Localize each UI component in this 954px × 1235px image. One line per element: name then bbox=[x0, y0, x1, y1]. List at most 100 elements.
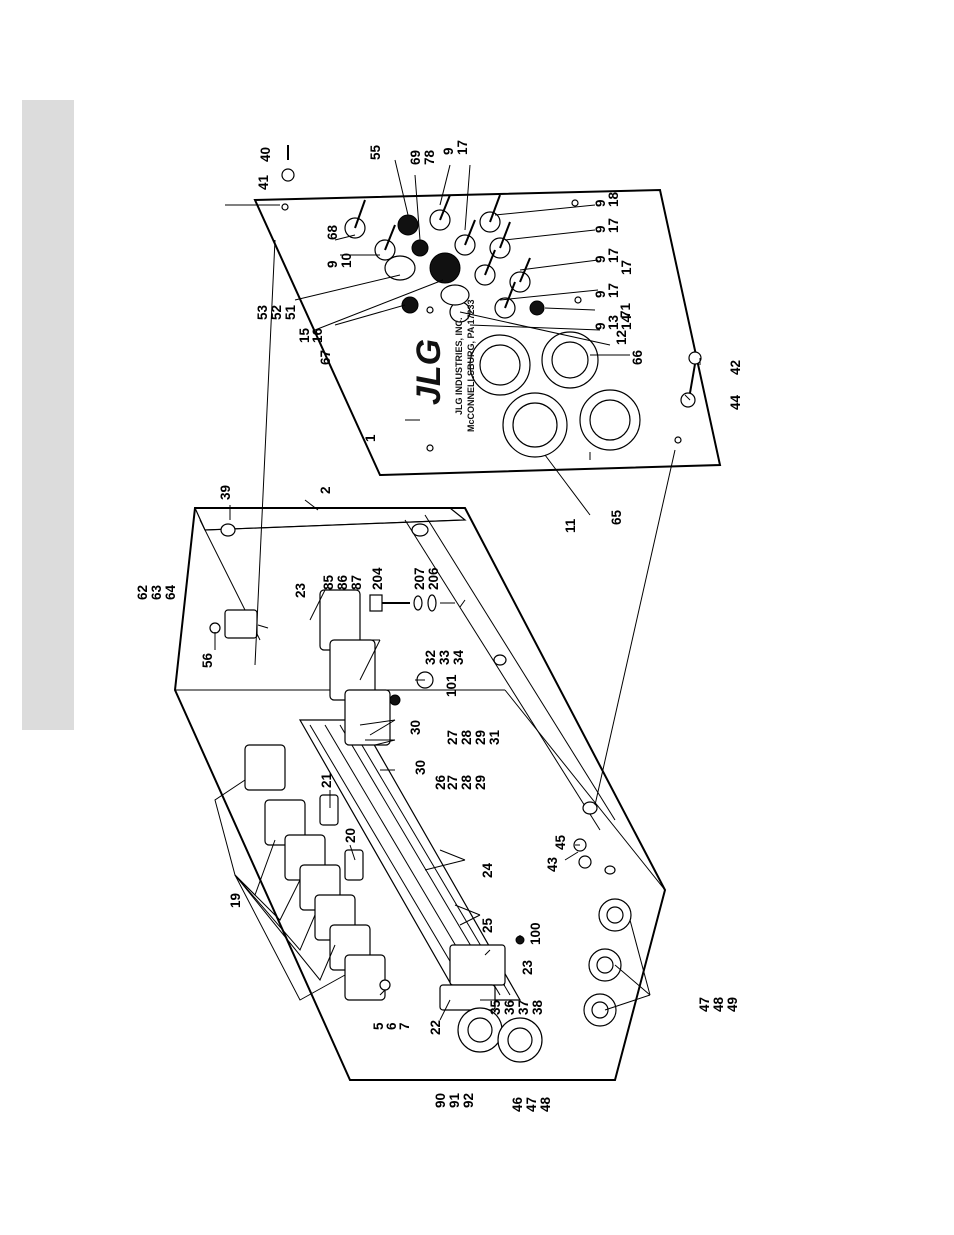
callout-47-a: 47 bbox=[524, 1097, 539, 1112]
callout-9-f: 9 bbox=[593, 290, 608, 298]
callout-27-a: 27 bbox=[445, 730, 460, 745]
callout-47-b: 47 bbox=[697, 997, 712, 1012]
callout-9-e: 9 bbox=[593, 255, 608, 263]
callout-48-a: 48 bbox=[538, 1096, 553, 1112]
relay-row bbox=[244, 744, 386, 1001]
callout-34: 34 bbox=[451, 649, 466, 665]
callout-24: 24 bbox=[480, 862, 495, 878]
callout-9-d: 9 bbox=[593, 225, 608, 233]
callout-40: 40 bbox=[258, 147, 273, 162]
callout-62: 62 bbox=[135, 585, 150, 600]
callout-90: 90 bbox=[433, 1093, 448, 1108]
callout-1: 1 bbox=[363, 434, 378, 442]
margin-band bbox=[22, 100, 74, 730]
callout-6: 6 bbox=[384, 1022, 399, 1030]
callout-69: 69 bbox=[408, 150, 423, 165]
callout-71: 71 bbox=[618, 302, 633, 318]
callout-23-a: 23 bbox=[293, 582, 308, 598]
callout-55: 55 bbox=[368, 144, 383, 160]
callout-7: 7 bbox=[397, 1022, 412, 1030]
plate-text-line-1: JLG INDUSTRIES, INC. bbox=[454, 317, 464, 415]
callout-17-a: 17 bbox=[455, 140, 470, 155]
callout-66: 66 bbox=[630, 349, 645, 365]
callout-31: 31 bbox=[487, 729, 502, 745]
callout-204: 204 bbox=[370, 567, 385, 590]
callout-85: 85 bbox=[321, 574, 336, 590]
callout-42: 42 bbox=[728, 360, 743, 375]
callout-17-d: 17 bbox=[619, 260, 634, 275]
callout-11: 11 bbox=[563, 518, 578, 533]
logo-text: JLG bbox=[410, 339, 448, 405]
callout-17-b: 17 bbox=[606, 218, 621, 233]
callout-29-b: 29 bbox=[473, 775, 488, 790]
callout-25: 25 bbox=[480, 917, 495, 933]
callout-9-b: 9 bbox=[441, 147, 456, 155]
callout-12: 12 bbox=[614, 330, 629, 345]
callout-17-e: 17 bbox=[606, 283, 621, 298]
callout-100: 100 bbox=[528, 922, 543, 945]
callout-30-a: 30 bbox=[408, 720, 423, 735]
callout-49: 49 bbox=[725, 997, 740, 1012]
callout-91: 91 bbox=[447, 1092, 462, 1108]
callout-15: 15 bbox=[297, 327, 312, 343]
callout-46: 46 bbox=[510, 1096, 525, 1112]
callout-44: 44 bbox=[728, 394, 743, 410]
callout-43: 43 bbox=[545, 856, 560, 872]
callout-67: 67 bbox=[318, 350, 333, 365]
callout-37: 37 bbox=[516, 1000, 531, 1015]
callout-87: 87 bbox=[349, 575, 364, 590]
callout-18: 18 bbox=[606, 191, 621, 207]
callout-29-a: 29 bbox=[473, 730, 488, 745]
callout-38: 38 bbox=[530, 999, 545, 1015]
callout-2: 2 bbox=[318, 486, 333, 494]
callout-39: 39 bbox=[218, 485, 233, 500]
callout-27-b: 27 bbox=[445, 775, 460, 790]
callout-78: 78 bbox=[422, 149, 437, 165]
callout-20: 20 bbox=[343, 828, 358, 843]
callout-92: 92 bbox=[461, 1093, 476, 1108]
callout-13: 13 bbox=[606, 314, 621, 330]
callout-86: 86 bbox=[335, 574, 350, 590]
leader-lines-box bbox=[214, 499, 651, 1021]
callout-9-c: 9 bbox=[593, 199, 608, 207]
callout-101: 101 bbox=[444, 674, 459, 697]
callout-65: 65 bbox=[609, 509, 624, 525]
callout-16: 16 bbox=[310, 327, 325, 343]
plate-text-line-2: McCONNELLSBURG, PA 17233 bbox=[466, 299, 476, 432]
callout-207: 207 bbox=[412, 567, 427, 590]
control-box bbox=[173, 507, 667, 1081]
callout-5: 5 bbox=[371, 1022, 386, 1030]
callout-52: 52 bbox=[269, 305, 284, 320]
callout-53: 53 bbox=[255, 304, 270, 320]
callout-9-a: 9 bbox=[325, 260, 340, 268]
callout-14: 14 bbox=[619, 314, 634, 330]
callout-64: 64 bbox=[163, 584, 178, 600]
callout-22: 22 bbox=[428, 1020, 443, 1035]
callout-48-b: 48 bbox=[711, 996, 726, 1012]
callout-33: 33 bbox=[437, 649, 452, 665]
callout-30-b: 30 bbox=[413, 760, 428, 775]
callout-23-b: 23 bbox=[520, 959, 535, 975]
callout-28-a: 28 bbox=[459, 729, 474, 745]
callout-32: 32 bbox=[423, 650, 438, 665]
callout-68: 68 bbox=[325, 224, 340, 240]
callout-63: 63 bbox=[149, 584, 164, 600]
control-panel: JLG JLG INDUSTRIES, INC. McCONNELLSBURG,… bbox=[253, 145, 722, 477]
callout-41: 41 bbox=[256, 174, 271, 190]
callout-56: 56 bbox=[200, 652, 215, 668]
callout-206: 206 bbox=[426, 567, 441, 590]
callout-28-b: 28 bbox=[459, 774, 474, 790]
callout-17-c: 17 bbox=[606, 248, 621, 263]
callout-10: 10 bbox=[339, 253, 354, 268]
projection-lines bbox=[254, 239, 676, 806]
callout-21: 21 bbox=[319, 772, 334, 788]
callout-51: 51 bbox=[283, 304, 298, 320]
callout-9-g: 9 bbox=[593, 322, 608, 330]
callout-26: 26 bbox=[433, 774, 448, 790]
leader-lines-panel bbox=[225, 159, 701, 516]
callout-35: 35 bbox=[488, 999, 503, 1015]
callout-labels: 1 2 5 6 7 9 9 9 9 9 9 9 10 11 12 13 14 1… bbox=[135, 140, 743, 1112]
callout-19: 19 bbox=[228, 893, 243, 908]
callout-45: 45 bbox=[553, 834, 568, 850]
